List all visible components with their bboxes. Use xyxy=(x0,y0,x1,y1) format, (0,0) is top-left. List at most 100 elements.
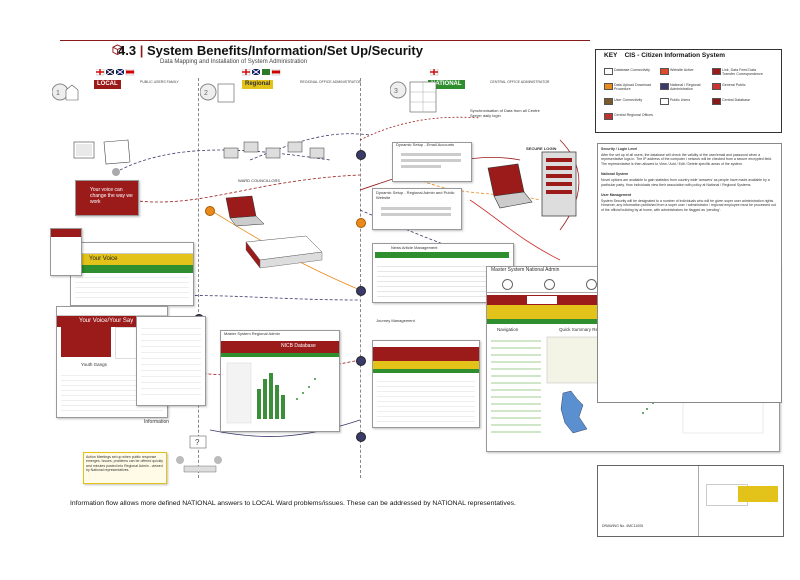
key-legend xyxy=(595,49,782,133)
hub-node xyxy=(356,150,366,160)
key-swatch xyxy=(712,68,721,75)
youth-gangs-label: Youth Gangs xyxy=(81,362,107,367)
level-local: LOCAL xyxy=(94,80,121,89)
svg-text:3: 3 xyxy=(394,88,398,95)
regional-charts xyxy=(226,362,316,424)
level-regional: Regional xyxy=(242,80,274,89)
svg-text:1: 1 xyxy=(56,90,60,97)
title-rule xyxy=(60,40,590,41)
dynamic-regional-label: Dynamic Setup - Regional Admin and Publi… xyxy=(376,190,455,200)
key-swatch xyxy=(604,83,613,90)
key-swatch xyxy=(604,68,613,75)
user-text: System Security will be designated to a … xyxy=(601,198,776,212)
voice-change-text: Your voice can change the way we work xyxy=(90,187,133,205)
title-text: System Benefits/Information/Set Up/Secur… xyxy=(146,43,423,58)
action-meetings-note: Action Meetings set up when public respo… xyxy=(83,452,167,484)
laptop-icon xyxy=(487,163,533,209)
central-office-icon: 3 xyxy=(390,81,437,113)
local-user-computer-icon xyxy=(73,139,131,176)
security-text: After the set up of all users, the datab… xyxy=(601,152,773,166)
cube-logo-icon xyxy=(112,44,123,55)
key-cis: CIS xyxy=(624,52,636,59)
server-rack-icon xyxy=(541,151,577,217)
title-block: DRAWING No. 4MC11005 xyxy=(597,465,784,537)
hub-node xyxy=(356,356,366,366)
your-voice-window: Your Voice xyxy=(70,242,194,306)
national-text: Novel options are available to gain stat… xyxy=(601,177,770,187)
key-item-label: Database Connectivity xyxy=(614,68,650,72)
journey-management-label: Journey Management xyxy=(376,318,415,323)
key-item-label: Website Active xyxy=(670,68,694,72)
key-item-label: Central Database xyxy=(722,98,750,102)
hub-node xyxy=(356,286,366,296)
side-panel-window xyxy=(50,228,82,276)
level-regional-sub: REGIONAL OFFICE ADMINISTRATOR xyxy=(300,80,362,84)
page-title: 4.3 | System Benefits/Information/Set Up… xyxy=(118,43,423,58)
dynamic-email-window: Dynamic Setup - Email Accounts xyxy=(392,142,472,182)
key-item-label: Link, Data Feed Data Transfer Correspond… xyxy=(722,68,763,76)
nicb-label: NICB Database xyxy=(281,343,316,349)
key-item-label: Public Users xyxy=(670,98,691,102)
svg-text:?: ? xyxy=(195,438,200,447)
ward-councillors-label: WARD COUNCILLORS xyxy=(238,178,281,183)
key-swatch xyxy=(604,98,613,105)
action-meetings-text: Action Meetings set up when public respo… xyxy=(86,455,163,473)
your-voice-poster: Your voice can change the way we work xyxy=(75,180,139,216)
key-swatch xyxy=(712,83,721,90)
notes-panel: Security / Login Level After the set up … xyxy=(597,143,782,403)
national-title: National System xyxy=(601,172,629,177)
regional-laptop-icon xyxy=(225,195,265,227)
master-national-label: Master System National Admin xyxy=(491,267,560,273)
divider-regional-national xyxy=(360,78,361,478)
master-regional-window: Master System Regional Admin NICB Databa… xyxy=(220,330,340,432)
level-local-sub: PUBLIC USERS FAMILY xyxy=(140,80,179,84)
section-number: 4.3 xyxy=(118,43,137,58)
information-label: Information xyxy=(144,419,170,425)
page-subtitle: Data Mapping and Installation of System … xyxy=(160,59,308,65)
key-title: KEY CIS - Citizen Information System xyxy=(604,52,725,59)
security-title: Security / Login Level xyxy=(601,147,638,151)
news-article-label: News Article Management xyxy=(391,245,438,250)
quick-summary-label: Quick Summary Reports xyxy=(559,327,609,332)
key-swatch xyxy=(660,68,669,75)
flag-england-icon xyxy=(430,69,439,76)
dynamic-email-label: Dynamic Setup - Email Accounts xyxy=(396,142,455,147)
key-item-label: Central Regional Offices xyxy=(614,113,653,117)
key-cis-text: - Citizen Information System xyxy=(637,52,726,59)
secure-login-label: SECURE LOGIN xyxy=(526,146,557,151)
divider-local-regional xyxy=(198,78,199,478)
key-item-label: User Connectivity xyxy=(614,98,643,102)
master-regional-label: Master System Regional Admin xyxy=(224,331,280,336)
key-swatch xyxy=(660,98,669,105)
journey-window xyxy=(372,340,480,428)
title-separator: | xyxy=(139,43,144,58)
navigation-label: Navigation xyxy=(497,327,519,332)
hub-node xyxy=(205,206,215,216)
user-title: User Management xyxy=(601,193,632,198)
level-national: NATIONAL xyxy=(428,80,465,89)
your-voice-say-label: Your Voice/Your Say xyxy=(57,316,167,327)
key-item-label: Data Upload Download Procedure xyxy=(614,83,651,91)
drawing-number: DRAWING No. 4MC11005 xyxy=(602,524,644,528)
key-swatch xyxy=(660,83,669,90)
councillor-laptops-icon xyxy=(223,141,325,159)
hub-node xyxy=(356,218,366,228)
your-voice-label: Your Voice xyxy=(71,254,193,265)
flags-icon xyxy=(96,69,135,76)
house-icon: 1 xyxy=(52,83,79,101)
caption: Information flow allows more defined NAT… xyxy=(70,500,516,507)
hub-node xyxy=(356,432,366,442)
level-national-sub: CENTRAL OFFICE ADMINISTRATOR xyxy=(490,80,550,84)
key-label: KEY xyxy=(604,52,618,59)
data-grid-icon xyxy=(245,235,323,269)
flags-regional-icon xyxy=(242,69,281,76)
key-swatch xyxy=(604,113,613,120)
sync-label: Synchronisation of Data from all Centre … xyxy=(470,108,540,118)
local-form-window xyxy=(136,316,206,406)
svg-text:2: 2 xyxy=(204,90,208,97)
meeting-icon: ? xyxy=(176,435,222,473)
dynamic-regional-window: Dynamic Setup - Regional Admin and Publi… xyxy=(372,188,462,230)
key-swatch xyxy=(712,98,721,105)
key-item-label: National / Regional Administration xyxy=(670,83,701,91)
regional-office-icon: 2 xyxy=(200,83,235,103)
